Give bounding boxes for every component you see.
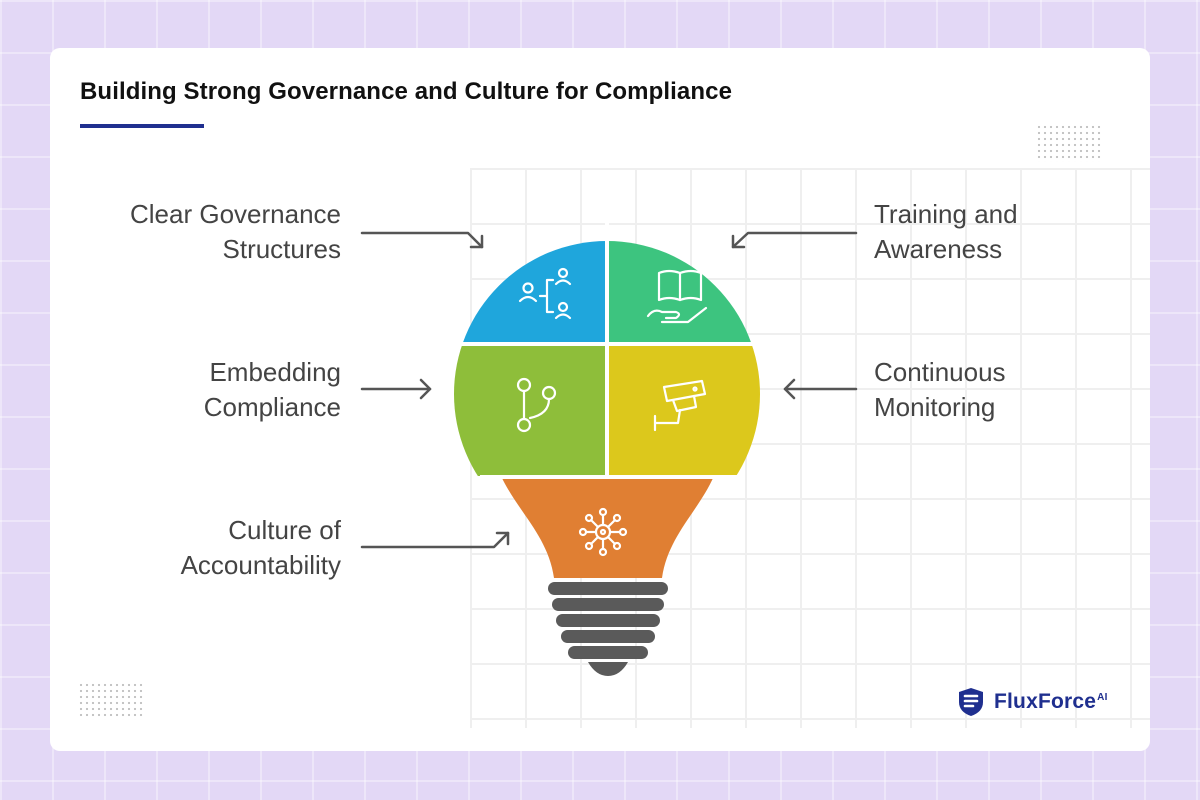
segment-training: [607, 241, 760, 344]
network-hub-icon: [578, 507, 628, 557]
cctv-camera-icon: [653, 379, 707, 432]
label-embedding: Embedding Compliance: [203, 357, 341, 422]
logo-wordmark: FluxForceAI: [994, 690, 1108, 713]
shield-logo-icon: [959, 688, 983, 716]
segment-embedding: [454, 344, 607, 476]
arrow-embedding: [360, 378, 432, 400]
branch-icon: [516, 377, 557, 433]
arrow-clear-governance: [360, 231, 484, 249]
segment-clear-governance: [454, 241, 607, 344]
infographic-card: Building Strong Governance and Culture f…: [50, 48, 1150, 751]
label-culture: Culture of Accountability: [180, 515, 341, 580]
dot-pattern-bottom-left: [78, 682, 144, 720]
arrow-monitoring: [783, 378, 858, 400]
label-monitoring: Continuous Monitoring: [874, 357, 1006, 422]
label-clear-governance: Clear Governance Structures: [130, 199, 341, 264]
bulb-base: [548, 582, 668, 676]
title-underline: [80, 124, 204, 128]
fluxforce-logo: FluxForceAI: [956, 686, 1108, 718]
page-title: Building Strong Governance and Culture f…: [80, 78, 733, 105]
book-in-hand-icon: [646, 269, 708, 324]
lightbulb-diagram: [360, 208, 858, 676]
arrow-training: [731, 231, 858, 249]
dot-pattern-top-right: [1036, 124, 1102, 162]
label-training: Training and Awareness: [874, 199, 1018, 264]
arrow-culture: [360, 531, 510, 549]
segment-dividers: [446, 208, 770, 479]
org-structure-icon: [518, 267, 572, 320]
